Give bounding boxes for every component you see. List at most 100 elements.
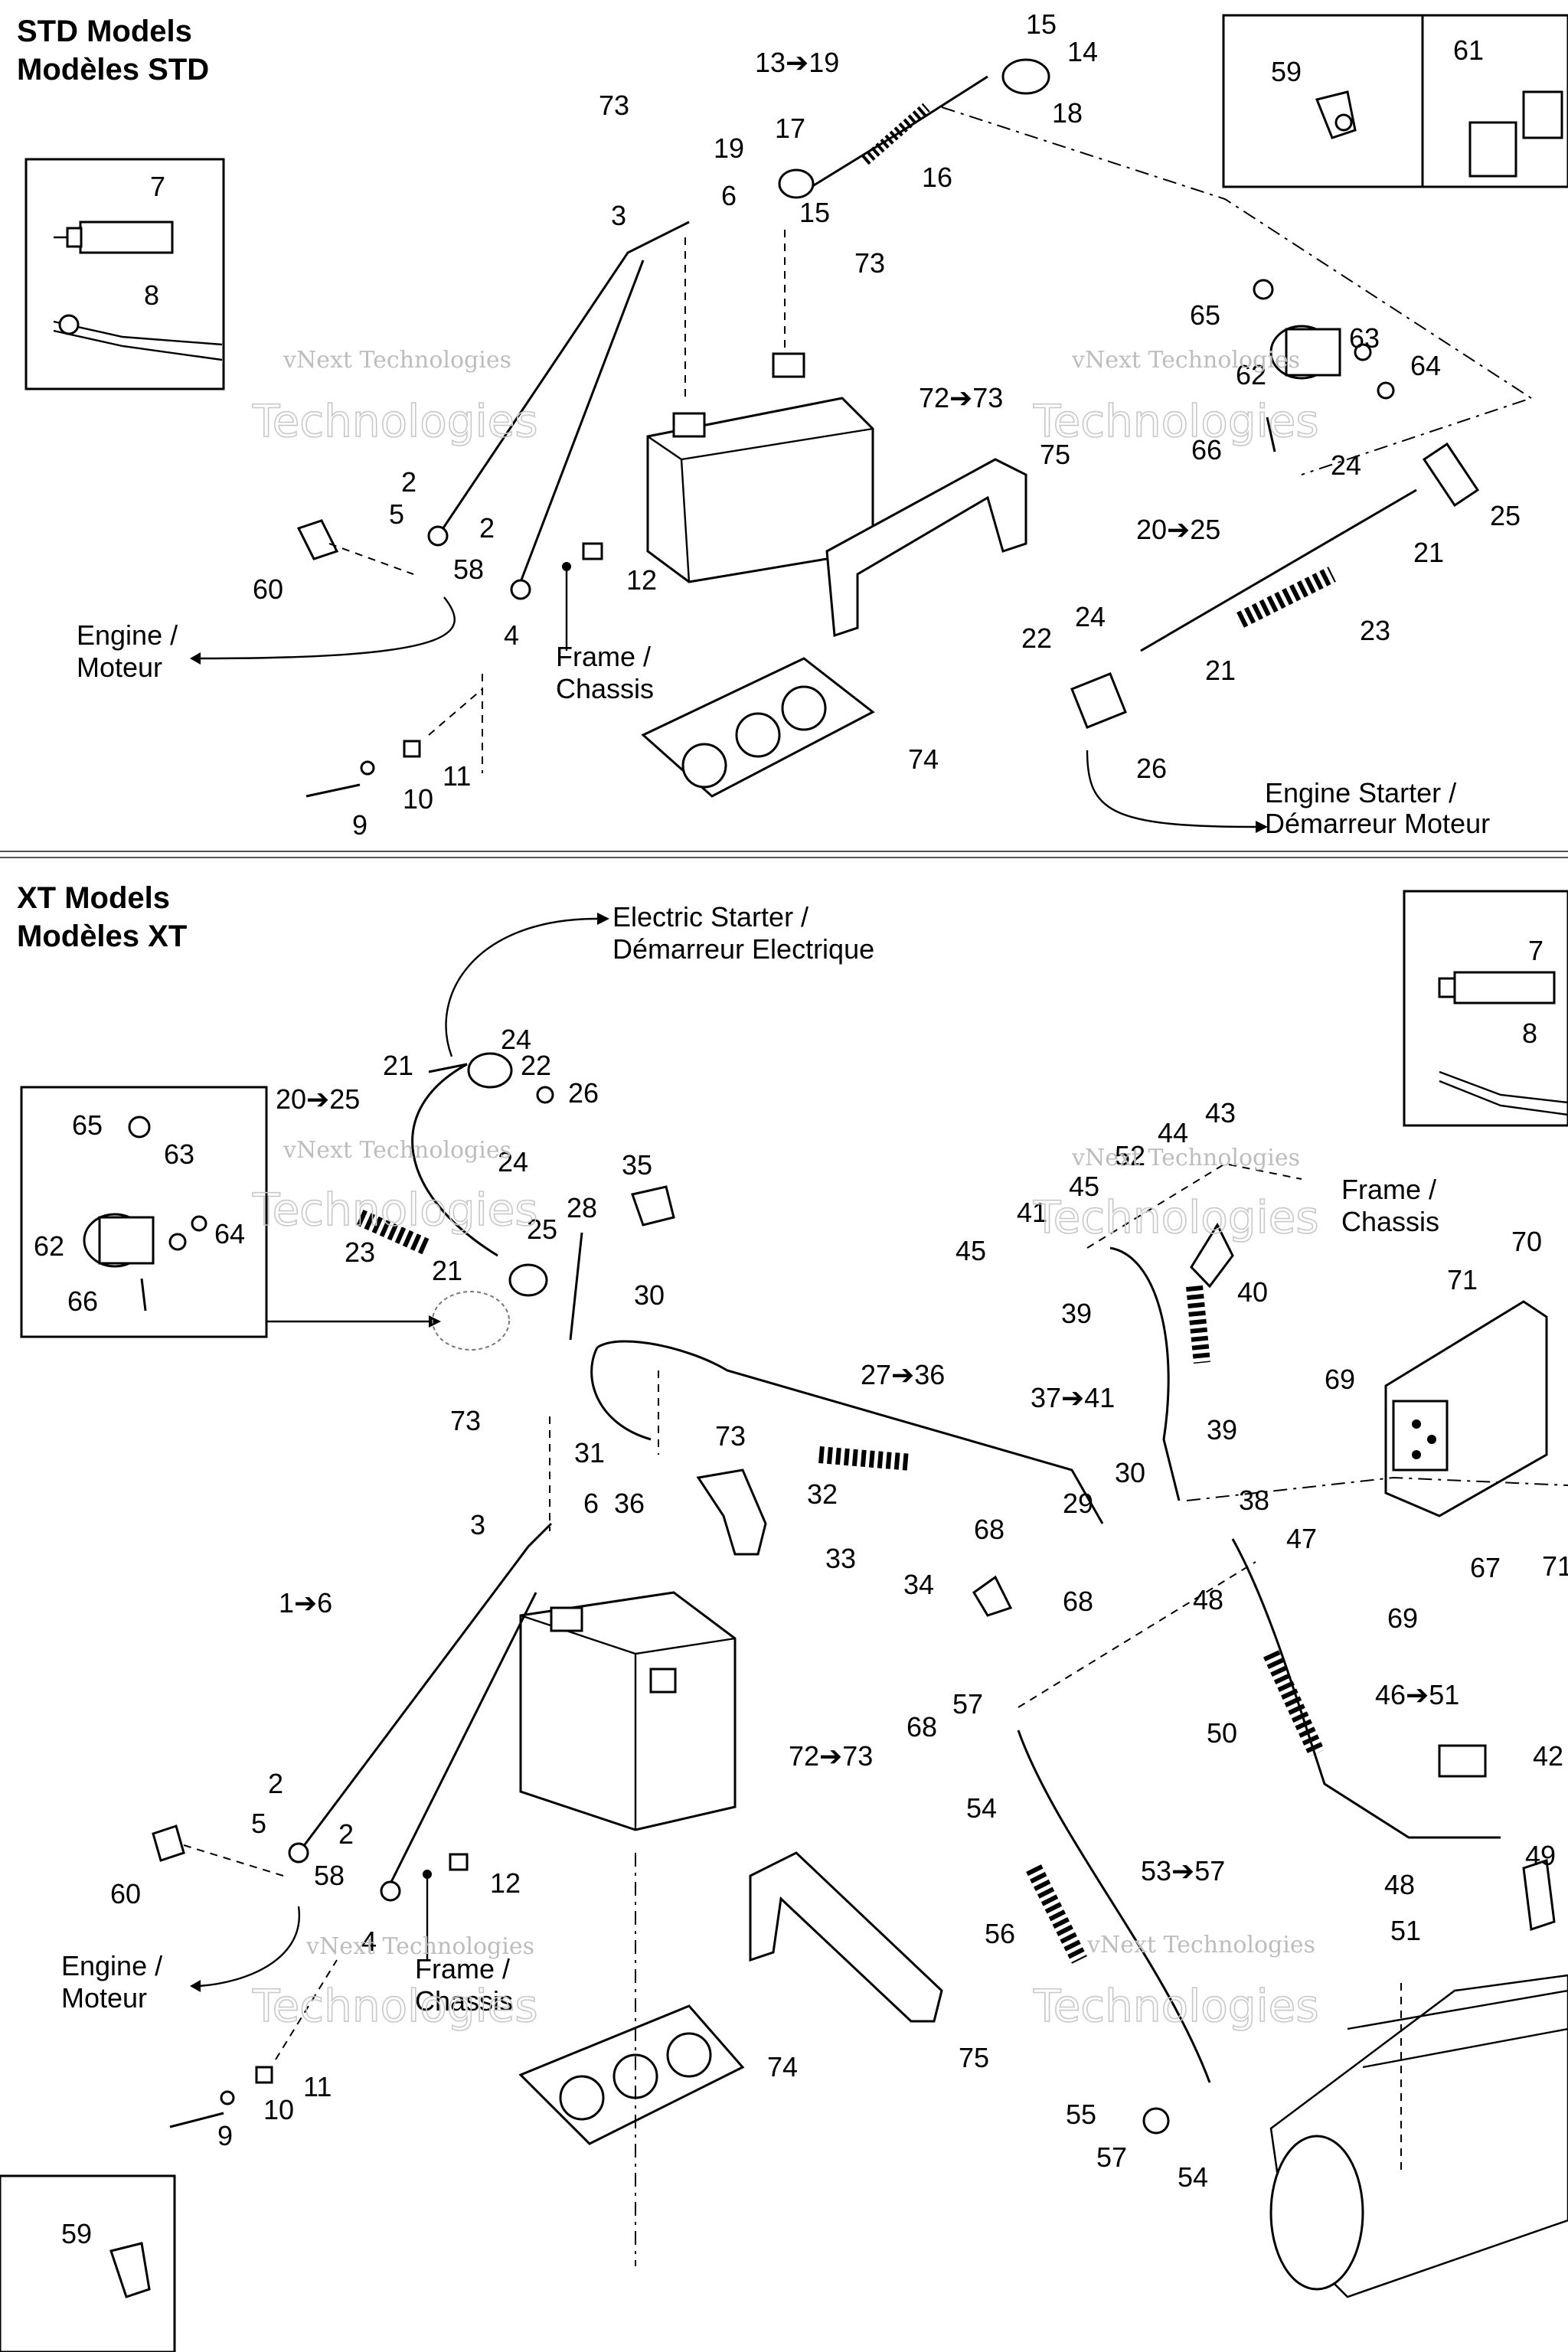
callout-label: 60 [253,573,283,605]
callout-label: 2 [401,466,416,498]
callout-label: 70 [1511,1226,1542,1257]
cover-33 [696,1468,767,1556]
xt-sleeve-23 [356,1209,433,1256]
callout-label: 63 [1349,322,1380,354]
callout-label: 15 [799,197,830,228]
xt-crimp-tool-icon [1439,1070,1568,1116]
callout-label: 62 [1236,359,1266,390]
xt-grease-tube-icon [1438,971,1556,1004]
xt-cable-46 [1231,1538,1501,1839]
callout-label: 45 [956,1235,986,1266]
callout-label: 71 [1447,1264,1478,1295]
callout-label: 26 [1136,753,1167,784]
svg-text:Engine /: Engine / [61,1950,162,1981]
callout-label: 46➔51 [1375,1679,1459,1710]
xt-sleeve-32 [818,1446,912,1471]
callout-label: 68 [974,1514,1004,1545]
callout-label: 30 [634,1279,665,1311]
callout-label: 28 [567,1192,597,1223]
callout-label: 27➔36 [861,1359,945,1390]
callout-label: 14 [1067,36,1098,67]
std-dashed-guide [941,106,1534,475]
std-title-fr: Modèles STD [17,53,209,87]
callout-label: 29 [1063,1488,1093,1519]
callout-label: 60 [110,1878,141,1909]
std-sleeve-16 [861,103,930,165]
callout-label: 66 [1191,434,1222,466]
callout-label: 22 [1021,622,1052,654]
svg-text:Frame /: Frame / [1341,1174,1436,1205]
callout-label: 31 [574,1437,605,1468]
callout-label: 50 [1207,1717,1237,1749]
clamp-52 [1190,1222,1234,1289]
xt-negative-cable [297,1522,553,1854]
callout-label: 40 [1237,1276,1268,1308]
callout-label: 69 [1325,1364,1355,1395]
std-solenoid [1253,279,1395,452]
std-starter-lead [1086,750,1256,828]
callout-label: 73 [854,247,885,279]
callout-label: 21 [1413,537,1444,568]
svg-text:Démarreur Moteur: Démarreur Moteur [1265,808,1490,839]
callout-label: 66 [67,1285,98,1317]
callout-label: 23 [1360,615,1390,646]
callout-label: 58 [453,554,484,585]
callout-label: 1➔6 [279,1587,332,1619]
callout-label: 63 [164,1138,194,1170]
callout-label: 67 [1470,1552,1501,1583]
xt-clip-inset [0,2174,176,2352]
callout-label: 4 [361,1926,377,1957]
nut-12 [582,542,603,560]
xt-nut-12 [449,1853,469,1871]
callout-label: 19 [714,132,744,164]
std-battery-strap [825,458,1027,638]
callout-label: 52 [1115,1140,1145,1171]
std-callouts: 73 13➔19 15 14 18 17 19 15 16 3 6 73 7 8… [144,8,1521,841]
callout-label: 5 [389,498,404,530]
callout-label: 37➔41 [1031,1382,1115,1413]
std-cable-13 [803,75,988,193]
callout-label: 34 [903,1569,934,1600]
callout-label: 21 [432,1255,462,1286]
xt-cable-53 [1017,1730,1211,2083]
xt-hardware-9-10-11 [169,1959,338,2128]
callout-label: 59 [61,2218,92,2249]
callout-label: 39 [1061,1298,1092,1329]
callout-label: 57 [1096,2141,1127,2173]
callout-label: 35 [622,1149,652,1181]
callout-label: 75 [1040,439,1070,470]
callout-label: 56 [985,1918,1015,1949]
callout-label: 38 [1239,1485,1269,1516]
std-positive-cable [519,260,645,583]
svg-text:vNext Technologies: vNext Technologies [283,347,511,374]
callout-label: 68 [906,1711,937,1743]
svg-text:Moteur: Moteur [77,652,162,683]
callout-label: 65 [1190,299,1220,331]
callout-label: 48 [1384,1869,1415,1900]
callout-label: 73 [450,1405,481,1436]
std-negative-cable [436,220,690,537]
callout-label: 58 [314,1860,345,1891]
callout-label: 39 [1207,1414,1237,1446]
callout-label: 24 [1075,601,1106,632]
callout-label: 36 [614,1488,645,1519]
callout-label: 20➔25 [276,1083,360,1115]
crimp-tool-icon [53,314,223,361]
xt-battery-strap [749,1851,943,2023]
callout-label: 57 [952,1688,983,1720]
callout-label: 24 [498,1146,528,1178]
svg-text:vNext Technologies: vNext Technologies [1086,1932,1315,1958]
callout-label: 53➔57 [1141,1855,1225,1886]
callout-label: 12 [490,1867,521,1899]
svg-text:Electric Starter /: Electric Starter / [612,901,808,933]
callout-label: 26 [568,1077,599,1109]
svg-text:Chassis: Chassis [415,1985,513,2017]
callout-label: 11 [303,2071,332,2102]
callout-label: 9 [217,2120,233,2151]
svg-text:Frame /: Frame / [556,641,651,672]
callout-label: 2 [338,1818,354,1850]
callout-label: 74 [908,743,939,775]
xt-title-en: XT Models [17,881,170,915]
callout-label: 72➔73 [789,1740,873,1772]
callout-label: 54 [1178,2161,1208,2193]
